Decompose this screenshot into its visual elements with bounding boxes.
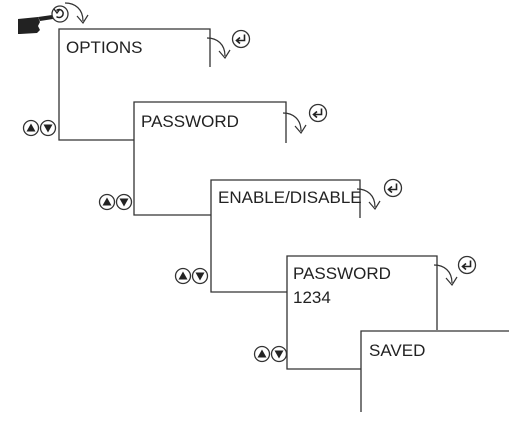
down-arrow-icon	[270, 345, 288, 363]
screen-label-options: OPTIONS	[66, 38, 143, 57]
screen-frame-enable-disable-bottom	[210, 290, 287, 293]
enter-icon	[457, 255, 477, 275]
down-arrow-icon	[115, 193, 133, 211]
screen-label-password-entry: PASSWORD	[293, 264, 391, 283]
down-arrow-icon	[191, 267, 209, 285]
screen-frame-saved	[360, 330, 509, 412]
screen-value-password-entry: 1234	[293, 288, 331, 307]
up-arrow-icon	[253, 345, 271, 363]
screen-frame-enable-disable	[210, 179, 361, 290]
up-arrow-icon	[98, 193, 116, 211]
up-arrow-icon	[174, 267, 192, 285]
down-arrow-icon	[39, 119, 57, 137]
back-arrow-icon	[51, 5, 69, 23]
enter-icon	[231, 29, 251, 49]
screen-label-saved: SAVED	[369, 341, 425, 360]
screen-frame-password-bottom	[133, 212, 211, 216]
screen-frame-password-entry-bottom	[286, 368, 361, 370]
screen-frame-options-bottom	[58, 102, 134, 141]
pointing-hand-icon	[18, 15, 53, 34]
up-arrow-icon	[22, 119, 40, 137]
screen-frame-options	[58, 28, 211, 102]
screen-label-enable-disable: ENABLE/DISABLE	[218, 188, 362, 207]
screen-frame-password	[133, 101, 287, 212]
screen-frame-password-entry	[286, 255, 438, 368]
screen-frames	[58, 28, 509, 412]
enter-icon	[308, 103, 328, 123]
enter-icon	[383, 178, 403, 198]
screen-label-password: PASSWORD	[141, 112, 239, 131]
